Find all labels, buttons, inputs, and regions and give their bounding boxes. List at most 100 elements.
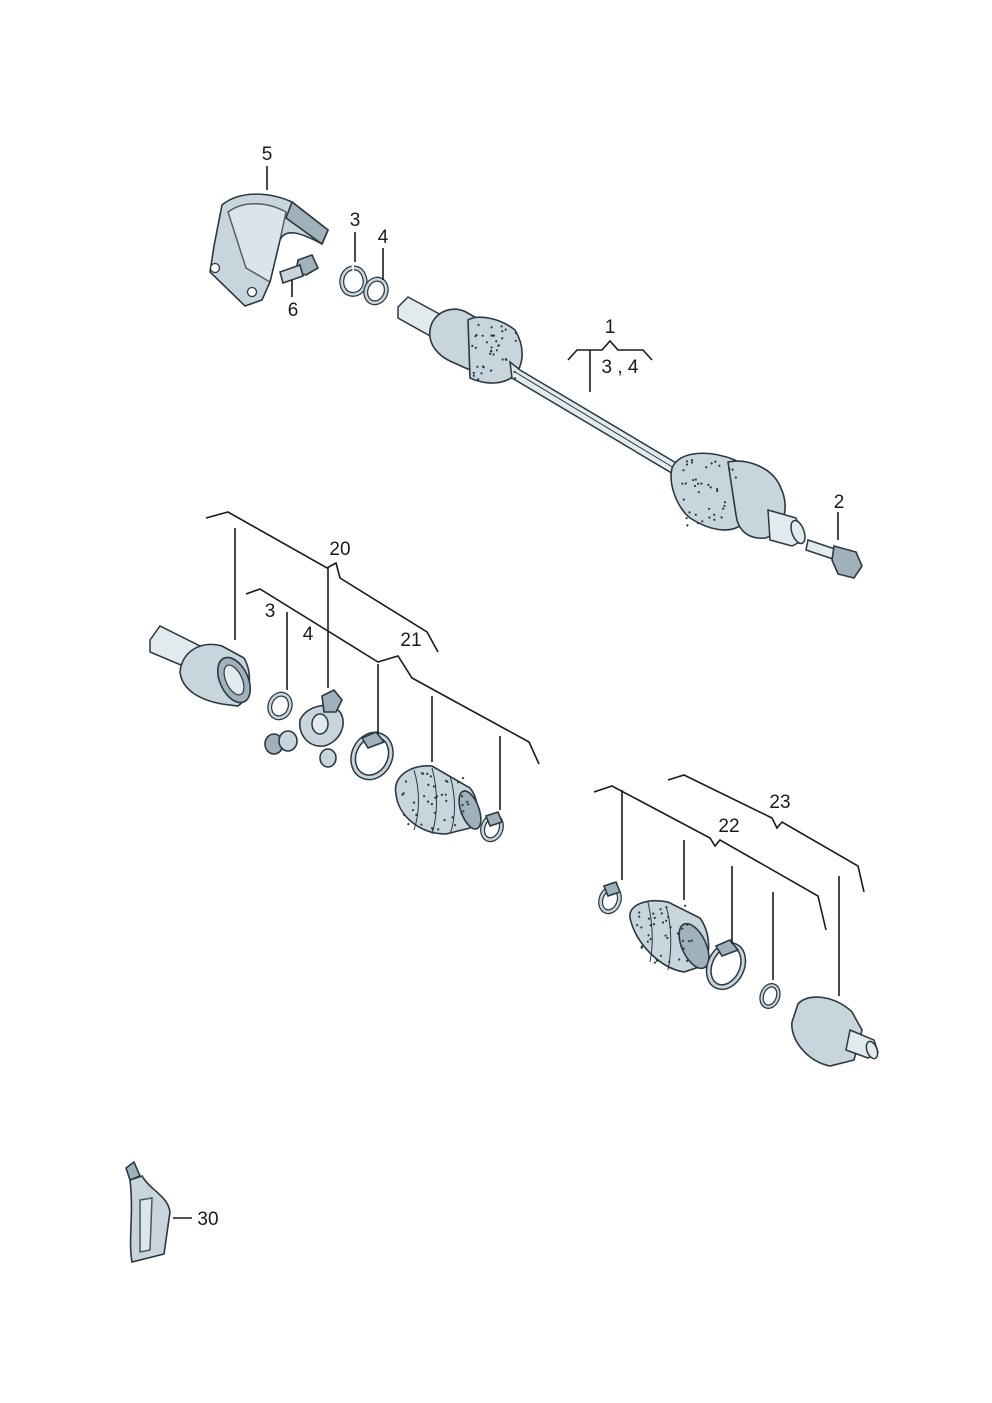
boot-dot <box>443 819 446 822</box>
boot-dot <box>514 377 517 380</box>
boot-dot <box>481 334 484 337</box>
callout-30: 30 <box>197 1209 218 1230</box>
boot-dot <box>489 349 493 352</box>
boot-dot <box>430 803 433 806</box>
boot-dot <box>667 915 670 919</box>
boot-dot <box>681 927 684 930</box>
boot-dot <box>485 341 488 344</box>
boot-dot <box>411 809 414 812</box>
boot-dot <box>426 772 429 776</box>
boot-dot <box>685 517 688 520</box>
tripod-spider-part-4-mid <box>264 688 344 768</box>
boot-dot <box>653 961 656 964</box>
inner-joint-housing <box>149 625 252 707</box>
boot-dot <box>461 777 465 780</box>
boot-dot <box>472 371 475 375</box>
small-hose-clamp-bottom <box>598 881 622 915</box>
boot-dot <box>707 483 710 486</box>
boot-dot <box>716 488 719 491</box>
boot-dot <box>446 780 449 783</box>
circlip-bottom <box>759 983 781 1009</box>
boot-dot <box>668 960 671 964</box>
boot-dot <box>472 374 475 377</box>
boot-dot <box>434 796 437 799</box>
boot-dot <box>495 349 498 352</box>
boot-dot <box>514 339 517 342</box>
callout-20: 20 <box>329 539 350 560</box>
boot-dot <box>460 812 463 816</box>
boot-dot <box>685 463 689 466</box>
boot-dot <box>652 923 656 926</box>
boot-dot <box>461 803 464 807</box>
boot-dot <box>688 940 691 943</box>
boot-dot <box>723 504 726 508</box>
boot-dot <box>647 917 651 920</box>
callout-1: 1 <box>605 317 616 338</box>
boot-dot <box>669 926 672 929</box>
boot-dot <box>477 323 480 326</box>
callout-labels: 5 6 3 4 1 3 , 4 2 20 3 4 21 23 22 30 <box>197 144 844 1230</box>
boot-dot <box>422 772 425 775</box>
boot-dot <box>705 466 708 469</box>
boot-dot <box>708 507 711 510</box>
boot-dot <box>491 334 494 337</box>
boot-dot <box>432 785 435 788</box>
boot-dot <box>655 958 658 961</box>
boot-dot <box>714 460 717 463</box>
boot-dot <box>420 823 423 826</box>
boot-dot <box>423 795 426 798</box>
boot-dot <box>652 912 655 915</box>
boot-dot <box>433 811 436 814</box>
boot-dot <box>501 337 504 340</box>
boot-dot <box>412 801 416 804</box>
boot-dot <box>640 926 643 929</box>
heat-shield-part-5 <box>209 193 329 307</box>
boot-texture <box>401 323 737 964</box>
boot-dot <box>403 813 406 817</box>
boot-dot <box>649 924 652 927</box>
boot-dot <box>471 344 474 347</box>
large-hose-clamp <box>350 731 394 781</box>
boot-dot <box>437 828 440 831</box>
o-ring-part-4-top <box>363 276 389 306</box>
boot-dot <box>647 934 650 937</box>
boot-dot <box>431 828 434 831</box>
axle-bolt-part-2 <box>805 539 863 579</box>
boot-dot <box>460 795 464 798</box>
boot-dot <box>697 482 700 485</box>
boot-dot <box>694 513 697 516</box>
boot-dot <box>697 491 700 494</box>
boot-dot <box>686 524 689 527</box>
boot-dot <box>636 924 639 927</box>
boot-dot <box>514 331 518 335</box>
boot-dot <box>709 486 712 489</box>
boot-dot <box>404 780 408 783</box>
grease-tube-part-30 <box>125 1160 171 1263</box>
boot-dot <box>708 516 711 519</box>
boot-dot <box>466 800 469 803</box>
boot-dot <box>510 377 513 380</box>
boot-dot <box>492 353 495 356</box>
boot-dot <box>691 461 694 464</box>
boot-dot <box>665 906 668 909</box>
boot-dot <box>678 958 681 961</box>
boot-dot <box>688 511 691 514</box>
boot-dot <box>734 476 737 479</box>
boot-dot <box>504 328 507 331</box>
boot-dot <box>676 932 680 935</box>
boot-dot <box>489 352 492 355</box>
boot-dot <box>686 923 689 926</box>
boot-dot <box>728 467 731 471</box>
callout-6: 6 <box>288 300 299 321</box>
boot-dot <box>640 945 644 948</box>
boot-dot <box>407 823 410 826</box>
boot-dot <box>440 793 443 797</box>
callout-4-top: 4 <box>378 227 389 248</box>
boot-dot <box>681 939 685 943</box>
boot-dot <box>696 522 700 525</box>
boot-dot <box>713 513 716 516</box>
boot-dot <box>690 939 693 942</box>
large-hose-clamp-bottom <box>705 939 747 991</box>
boot-dot <box>638 911 641 914</box>
boot-dot <box>681 482 684 485</box>
